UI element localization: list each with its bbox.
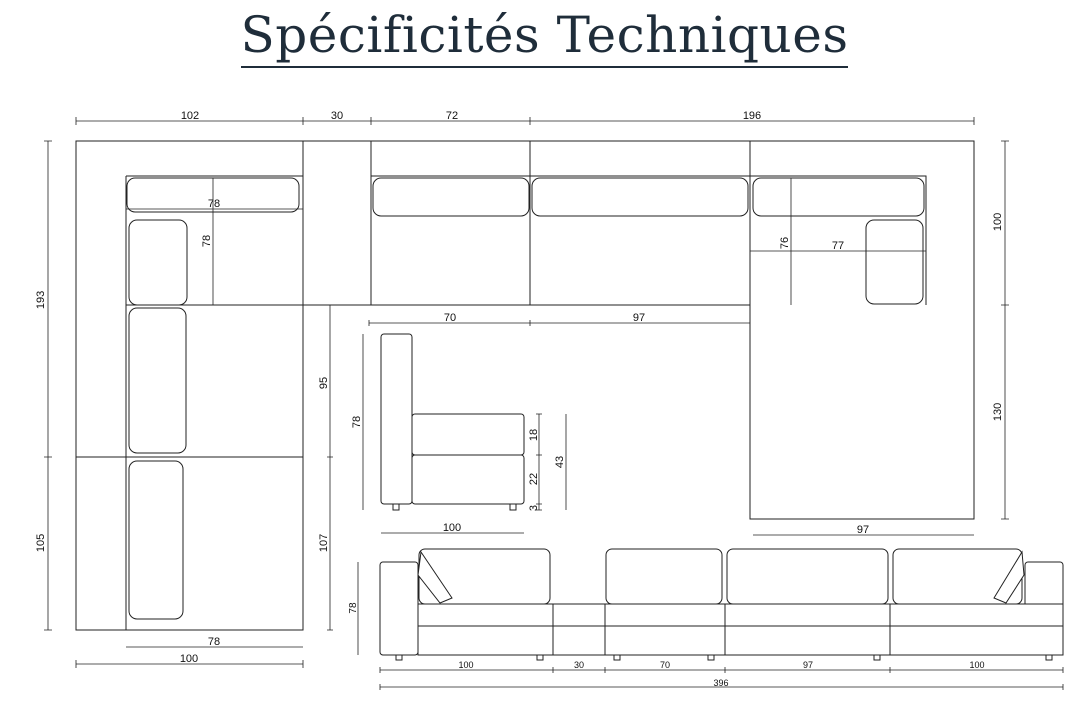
dim-corner-76: 76 (779, 237, 791, 249)
side-leg (392, 503, 400, 511)
front-base (417, 625, 1064, 656)
side-cushion (865, 219, 924, 305)
dim-col-95: 95 (318, 377, 330, 389)
back-cushion (531, 177, 749, 217)
dim-bottom-78: 78 (208, 636, 220, 648)
dim-side-22: 22 (528, 473, 540, 485)
side-cushion (128, 460, 184, 620)
dim-side-100: 100 (443, 522, 461, 534)
back-cushion (372, 177, 530, 217)
front-back-cushion (605, 548, 723, 605)
dim-top-102: 102 (181, 110, 199, 122)
dim-side-78: 78 (351, 416, 363, 428)
dim-front-70: 70 (660, 660, 670, 670)
side-cushion (128, 219, 188, 306)
dim-bottom-100: 100 (180, 653, 198, 665)
side-base (411, 454, 525, 505)
page-title: Spécificités Techniques (0, 6, 1089, 68)
dim-side-3: 3 (528, 505, 540, 511)
front-left-arm (379, 561, 419, 656)
dim-depth-78: 78 (201, 235, 213, 247)
dim-seat-78: 78 (208, 198, 220, 210)
dim-top-72: 72 (446, 110, 458, 122)
dim-left-193: 193 (35, 291, 47, 309)
front-view: 78 100 30 70 97 100 396 (348, 548, 1064, 690)
dim-front-100a: 100 (458, 660, 473, 670)
front-back-cushion (726, 548, 889, 605)
dim-side-18: 18 (528, 429, 540, 441)
dim-right-100: 100 (992, 213, 1004, 231)
dim-top-196: 196 (743, 110, 761, 122)
dim-right-130: 130 (992, 403, 1004, 421)
side-view: 78 18 22 3 43 100 (351, 333, 567, 534)
dim-mid-97: 97 (633, 312, 645, 324)
dim-top-30: 30 (331, 110, 343, 122)
dim-front-97: 97 (803, 660, 813, 670)
side-backrest (380, 333, 413, 505)
back-cushion (752, 177, 925, 217)
top-view: 102 30 72 196 193 105 100 130 78 78 76 7… (35, 110, 1009, 668)
dim-front-30: 30 (574, 660, 584, 670)
dim-front-78: 78 (348, 602, 359, 614)
side-seat-cushion (411, 413, 525, 456)
dim-chaise-97: 97 (857, 524, 869, 536)
side-leg (509, 503, 517, 511)
dim-front-total: 396 (713, 678, 728, 688)
dim-left-105: 105 (35, 534, 47, 552)
front-pillow (417, 550, 453, 604)
dim-front-100b: 100 (969, 660, 984, 670)
dim-corner-77: 77 (832, 240, 844, 252)
dim-mid-70: 70 (444, 312, 456, 324)
dim-side-43: 43 (554, 456, 566, 468)
front-seat (417, 603, 1064, 627)
side-cushion (128, 307, 187, 454)
front-pillow (993, 550, 1025, 604)
dim-col-107: 107 (318, 534, 330, 552)
